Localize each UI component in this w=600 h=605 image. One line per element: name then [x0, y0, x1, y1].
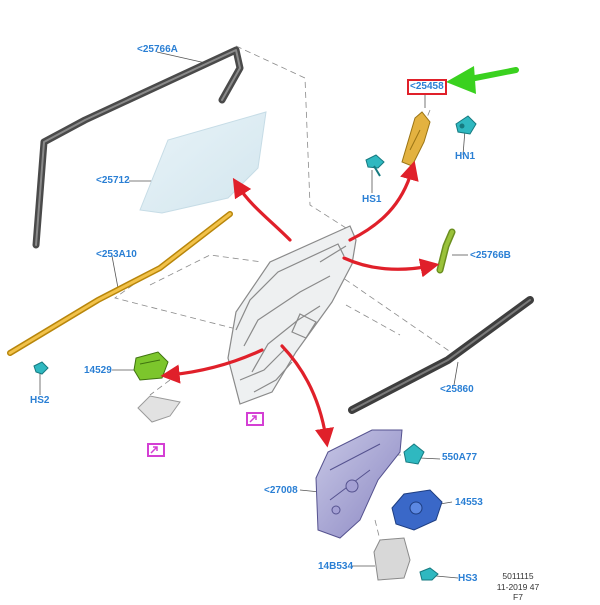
control-module	[373, 537, 411, 581]
run-channel-upper	[32, 46, 244, 249]
figure-reference: 5011115 11-2019 47 F7	[494, 572, 542, 602]
door-latch	[133, 351, 169, 381]
window-motor	[391, 489, 443, 531]
callout-25766B[interactable]: <25766B	[470, 250, 511, 261]
callout-25860[interactable]: <25860	[440, 384, 474, 395]
screw-hs2	[33, 361, 49, 375]
screw-hs3	[419, 567, 439, 581]
callout-hn1[interactable]: HN1	[455, 151, 476, 162]
callout-hs3[interactable]: HS3	[458, 573, 478, 584]
door-frame	[227, 225, 357, 405]
nut-hn1	[455, 115, 477, 135]
callout-253A10[interactable]: <253A10	[96, 249, 137, 260]
figure-sheet: F7	[513, 592, 523, 602]
external-link-icon[interactable]	[147, 443, 165, 457]
latch-bracket	[137, 395, 181, 423]
callout-14B534[interactable]: 14B534	[318, 561, 354, 572]
clip-550A77	[403, 443, 425, 465]
callout-25458[interactable]: <25458	[407, 79, 447, 95]
figure-id: 5011115	[502, 571, 534, 581]
callout-550A77[interactable]: 550A77	[442, 452, 478, 463]
outer-weatherstrip	[348, 296, 534, 414]
screw-hs1	[365, 154, 385, 177]
callout-27008[interactable]: <27008	[264, 485, 298, 496]
belt-moulding	[7, 211, 233, 356]
assembly-arrows	[160, 160, 440, 448]
callout-25712[interactable]: <25712	[96, 175, 130, 186]
callout-25766A[interactable]: <25766A	[137, 44, 178, 55]
callout-14553[interactable]: 14553	[455, 497, 483, 508]
run-channel-rear	[436, 228, 456, 274]
callout-hs2[interactable]: HS2	[30, 395, 50, 406]
callout-hs1[interactable]: HS1	[362, 194, 382, 205]
green-pointer-arrow	[446, 66, 519, 94]
figure-date: 11-2019 47	[496, 581, 540, 592]
external-link-icon[interactable]	[246, 412, 264, 426]
callout-14529[interactable]: 14529	[84, 365, 112, 376]
window-regulator	[315, 429, 403, 539]
bracket-25458	[401, 111, 431, 167]
